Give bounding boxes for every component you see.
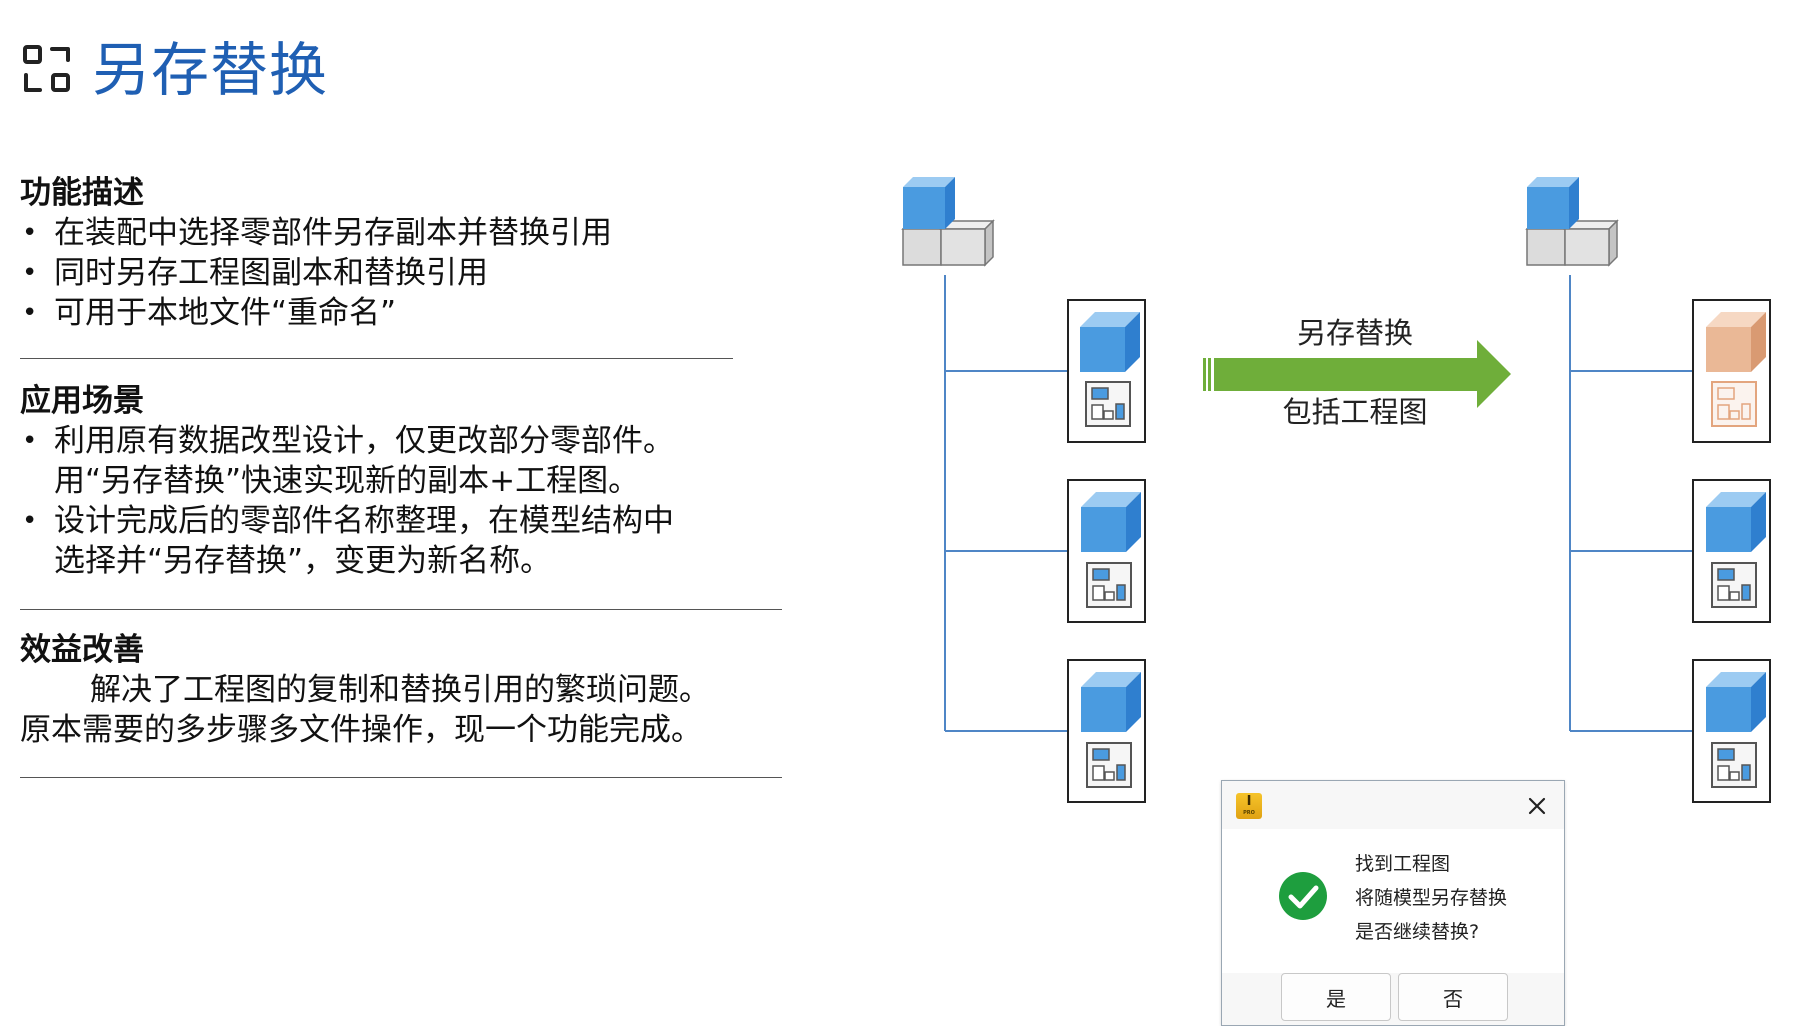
target-tree-lines <box>1569 275 1693 732</box>
close-icon[interactable] <box>1522 791 1552 821</box>
scenario-bullet-1-line-2: 用“另存替换”快速实现新的副本+工程图。 <box>54 463 640 499</box>
function-bullet-1: 在装配中选择零部件另存副本并替换引用 <box>20 213 780 253</box>
source-part-box-1[interactable] <box>1067 299 1146 443</box>
dialog-message-line-2: 将随模型另存替换 <box>1355 887 1508 909</box>
no-button[interactable]: 否 <box>1398 973 1508 1021</box>
part-cube-icon <box>1081 492 1141 552</box>
part-cube-icon <box>1080 312 1140 372</box>
save-replace-arrow: 另存替换 包括工程图 <box>1203 316 1511 429</box>
arrow-label-top: 另存替换 <box>1297 316 1413 350</box>
new-part-drawing-icon <box>1711 381 1757 427</box>
new-part-cube-icon <box>1706 312 1766 372</box>
part-drawing-icon <box>1711 562 1757 608</box>
target-assembly-icon <box>1526 176 1618 266</box>
dialog-message-line-1: 找到工程图 <box>1355 853 1451 875</box>
scenario-bullet-2: 设计完成后的零部件名称整理，在模型结构中 选择并“另存替换”，变更为新名称。 <box>20 501 780 581</box>
function-heading: 功能描述 <box>20 175 144 211</box>
part-drawing-icon <box>1085 381 1131 427</box>
part-cube-icon <box>1706 492 1766 552</box>
part-drawing-icon <box>1086 742 1132 788</box>
source-part-box-3[interactable] <box>1067 659 1146 803</box>
function-bullet-2: 同时另存工程图副本和替换引用 <box>20 253 780 293</box>
confirm-dialog: I PRO 找到工程图 将随模型另存替换 是否继续替换? 是 否 <box>1221 780 1565 1026</box>
scenario-bullet-2-line-2: 选择并“另存替换”，变更为新名称。 <box>54 543 552 579</box>
page-title: 另存替换 <box>92 36 329 104</box>
success-check-icon <box>1279 872 1327 920</box>
target-part-box-2[interactable] <box>1692 479 1771 623</box>
benefit-heading: 效益改善 <box>20 632 144 668</box>
target-part-box-1[interactable] <box>1692 299 1771 443</box>
source-tree-lines <box>944 275 1068 732</box>
function-section: 功能描述 在装配中选择零部件另存副本并替换引用 同时另存工程图副本和替换引用 可… <box>20 173 780 333</box>
benefit-section: 效益改善 解决了工程图的复制和替换引用的繁琐问题。 原本需要的多步骤多文件操作，… <box>20 630 780 750</box>
yes-button[interactable]: 是 <box>1281 973 1391 1021</box>
part-cube-icon <box>1081 672 1141 732</box>
dialog-body: 找到工程图 将随模型另存替换 是否继续替换? <box>1222 829 1564 973</box>
arrow-label-bottom: 包括工程图 <box>1282 395 1427 429</box>
dialog-message-line-3: 是否继续替换? <box>1355 921 1480 943</box>
dialog-button-bar: 是 否 <box>1222 961 1564 1025</box>
title-icon <box>23 45 70 92</box>
part-cube-icon <box>1706 672 1766 732</box>
scenario-bullet-1-line-1: 利用原有数据改型设计，仅更改部分零部件。 <box>54 423 674 459</box>
target-assembly-tree <box>1526 176 1771 803</box>
scenario-bullet-2-line-1: 设计完成后的零部件名称整理，在模型结构中 <box>54 503 674 539</box>
source-part-box-2[interactable] <box>1067 479 1146 623</box>
scenario-section: 应用场景 利用原有数据改型设计，仅更改部分零部件。 用“另存替换”快速实现新的副… <box>20 381 780 581</box>
part-drawing-icon <box>1711 742 1757 788</box>
scenario-heading: 应用场景 <box>20 383 144 419</box>
scenario-bullet-1: 利用原有数据改型设计，仅更改部分零部件。 用“另存替换”快速实现新的副本+工程图… <box>20 421 780 501</box>
app-icon-letter: I <box>1246 794 1252 809</box>
function-bullet-3: 可用于本地文件“重命名” <box>20 293 780 333</box>
divider-3 <box>20 777 782 778</box>
benefit-line-2: 原本需要的多步骤多文件操作，现一个功能完成。 <box>20 712 702 748</box>
app-icon-sub: PRO <box>1243 810 1255 816</box>
app-icon: I PRO <box>1236 793 1262 819</box>
source-assembly-icon <box>902 176 994 266</box>
source-assembly-tree <box>902 176 1146 803</box>
target-part-box-3[interactable] <box>1692 659 1771 803</box>
part-drawing-icon <box>1086 562 1132 608</box>
divider-1 <box>20 358 733 359</box>
divider-2 <box>20 609 782 610</box>
benefit-line-1: 解决了工程图的复制和替换引用的繁琐问题。 <box>90 672 710 708</box>
